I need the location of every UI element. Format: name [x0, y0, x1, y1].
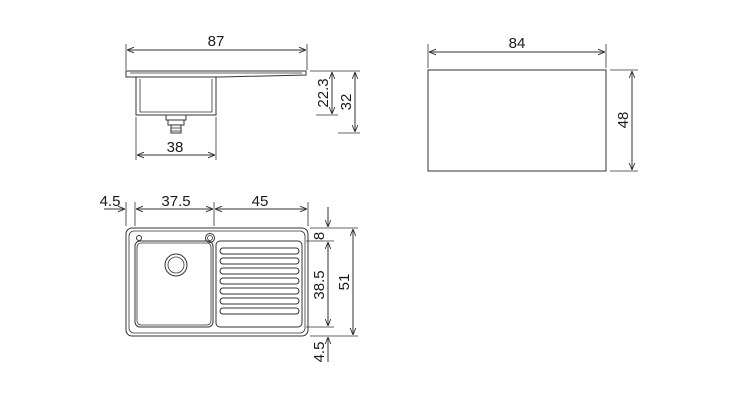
dimension-overall-height: 32	[338, 94, 355, 111]
side-view: 87 38 22.3 32	[125, 33, 360, 160]
dimension-bottom-margin: 4.5	[311, 342, 328, 363]
dimension-drainer-width: 45	[252, 193, 269, 210]
dimension-overall-width: 87	[208, 33, 225, 50]
overflow-icon	[136, 235, 142, 241]
tap-hole-icon	[205, 233, 215, 243]
side-view-bowl-inner	[139, 79, 213, 113]
side-view-flange	[125, 70, 307, 78]
cutout-view: 84 48	[427, 35, 638, 172]
plan-view: 4.5 37.5 45 8 38.5 51 4.5	[100, 193, 358, 362]
dimension-top-margin: 8	[311, 232, 328, 240]
drain-fitting-icon	[165, 114, 187, 134]
sink-outline-inner	[128, 230, 306, 334]
drain-icon	[164, 253, 188, 277]
dimension-bowl-length: 38.5	[311, 270, 328, 299]
dimension-cutout-height: 48	[615, 112, 632, 129]
dimension-overall-depth: 51	[336, 274, 353, 291]
cutout-rectangle	[427, 69, 607, 172]
dimension-bowl-depth: 22.3	[315, 78, 332, 107]
sink-outline	[125, 227, 309, 337]
dimension-plan-bowl-width: 37.5	[161, 193, 190, 210]
side-view-bowl	[135, 77, 217, 116]
drainer-board	[215, 240, 303, 328]
dimension-left-margin: 4.5	[100, 193, 121, 210]
drainer-grooves	[219, 247, 300, 315]
dimension-bowl-width: 38	[167, 139, 184, 156]
dimension-cutout-width: 84	[509, 35, 526, 52]
sink-bowl-inner	[136, 242, 212, 326]
sink-bowl	[134, 240, 214, 328]
